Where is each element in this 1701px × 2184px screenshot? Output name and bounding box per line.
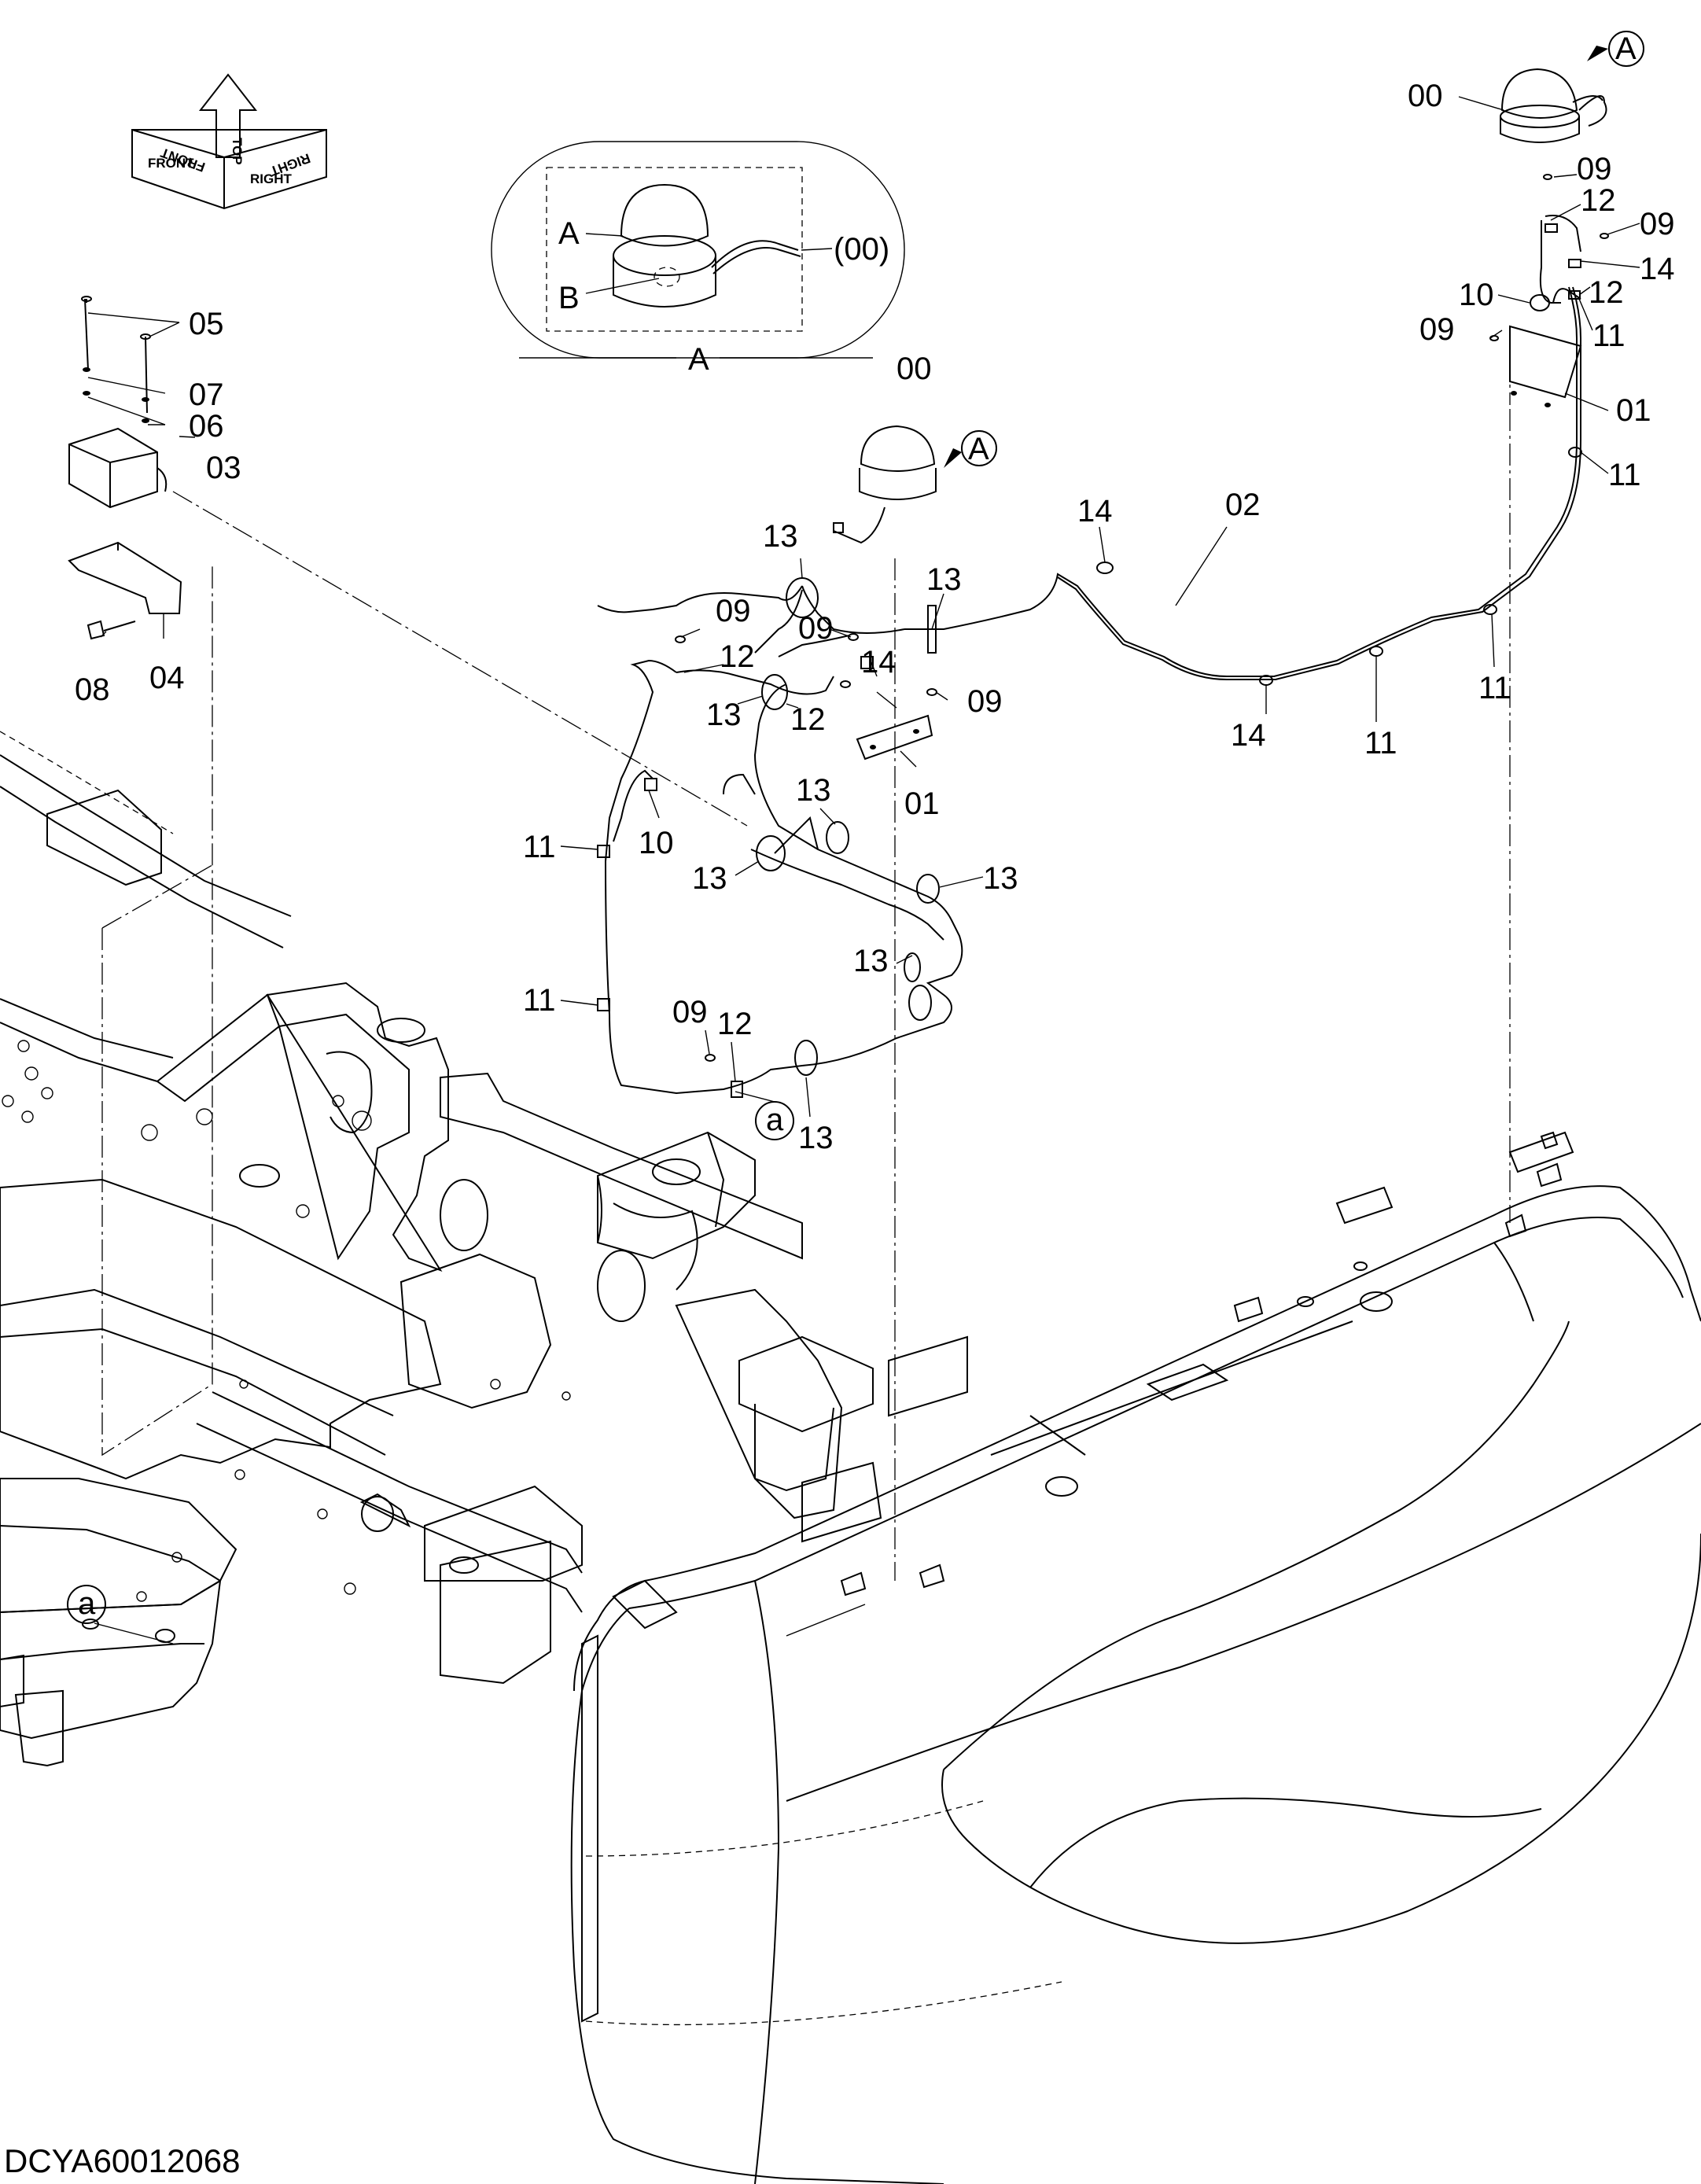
detail-ref-a: A (688, 342, 709, 377)
callout-09-right-3: 09 (1419, 312, 1455, 347)
callout-14-low: 14 (1231, 718, 1266, 753)
right-harness (904, 174, 1609, 686)
callout-11-right-2: 11 (1608, 458, 1641, 492)
callout-13-h: 13 (798, 1121, 834, 1155)
callout-leaders (560, 96, 1640, 1118)
callout-04: 04 (149, 661, 185, 695)
beacon-lamp-detail (613, 183, 801, 308)
orientation-right-label: RIGHT (250, 171, 293, 186)
callout-13-e: 13 (692, 861, 727, 896)
callout-12-right-1: 12 (1581, 183, 1616, 218)
callout-12-mid-2: 12 (790, 702, 826, 737)
reference-markers (67, 31, 1644, 1644)
callout-14-mid: 14 (1077, 494, 1113, 529)
callout-10-right: 10 (1459, 278, 1494, 312)
callout-11-low-2: 11 (1478, 671, 1511, 705)
marker-a-lower-top: a (766, 1103, 784, 1137)
callout-10-left: 10 (639, 826, 674, 860)
mid-beacon-lamp (833, 425, 937, 544)
callout-05: 05 (189, 307, 224, 341)
callout-13-d: 13 (796, 773, 831, 808)
right-beacon-lamp (1500, 68, 1607, 143)
detail-a-view: A B (00) A (491, 141, 905, 377)
upper-frame (0, 731, 968, 1767)
callout-02: 02 (1225, 488, 1261, 522)
callout-11-left-2: 11 (523, 983, 556, 1018)
detail-label-a: A (558, 216, 580, 251)
callout-09-mid-3: 09 (967, 684, 1003, 719)
callout-01-mid: 01 (904, 786, 940, 821)
orientation-icon: TOP FRONT FRONT RIGHT RIGHT (131, 73, 327, 210)
callout-11-right-1: 11 (1592, 319, 1626, 353)
orientation-top-label: TOP (230, 138, 245, 165)
callout-07: 07 (189, 378, 224, 412)
callout-09-left: 09 (672, 995, 708, 1029)
callout-13-f: 13 (983, 861, 1018, 896)
drawing-code: DCYA60012068 (4, 2142, 240, 2179)
callout-12-left: 12 (717, 1007, 753, 1041)
callout-11-low-1: 11 (1364, 726, 1397, 761)
marker-a-lower-bottom: a (78, 1586, 96, 1621)
callout-09-mid-1: 09 (716, 594, 751, 628)
detail-label-b: B (558, 281, 580, 315)
callout-06: 06 (189, 409, 224, 444)
callout-13-b: 13 (926, 562, 962, 597)
callout-14-right: 14 (1640, 252, 1675, 286)
callout-00-mid: 00 (897, 352, 932, 386)
callout-12-mid-1: 12 (720, 639, 755, 674)
callout-03: 03 (206, 451, 241, 485)
callout-11-left-1: 11 (523, 830, 556, 864)
mid-harness (597, 577, 963, 1098)
counterweight (570, 1131, 1701, 2184)
callout-13-c: 13 (706, 698, 742, 732)
callout-01-right: 01 (1616, 393, 1651, 428)
callout-13-a: 13 (763, 519, 798, 554)
callout-14-mid-2: 14 (861, 645, 897, 680)
callout-09-right-2: 09 (1640, 207, 1675, 241)
marker-a-right: A (1615, 31, 1637, 66)
alignment-lines (101, 358, 1511, 1581)
relay-assembly (68, 296, 196, 640)
frame-holes (2, 1040, 571, 1602)
callout-12-right-2: 12 (1589, 275, 1624, 310)
callout-00-right: 00 (1408, 79, 1443, 113)
callout-13-g: 13 (853, 944, 889, 978)
marker-a-mid: A (968, 432, 989, 466)
detail-label-00: (00) (834, 232, 889, 267)
orientation-front-label: FRONT (148, 156, 194, 171)
callout-09-mid-2: 09 (798, 611, 834, 646)
callout-09-right-1: 09 (1577, 152, 1612, 186)
callout-08: 08 (75, 672, 110, 707)
